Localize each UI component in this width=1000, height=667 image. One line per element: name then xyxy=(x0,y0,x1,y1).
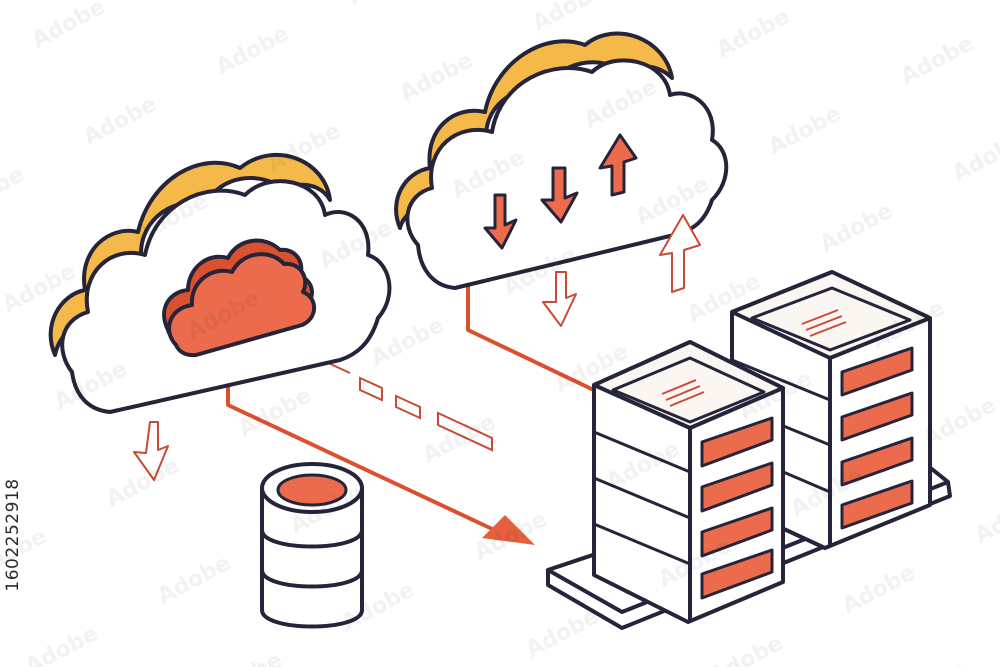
connector-right-cloud-to-server xyxy=(466,280,601,395)
left-cloud xyxy=(48,152,392,414)
download-arrow-icon xyxy=(542,271,577,327)
data-dash-decoration xyxy=(325,361,493,452)
server-rack-icon xyxy=(592,340,785,624)
stock-id-label: 1602252918 xyxy=(2,420,24,650)
database-icon xyxy=(260,462,364,629)
stock-id-text: 1602252918 xyxy=(3,478,23,592)
download-arrow-icon xyxy=(133,421,169,481)
